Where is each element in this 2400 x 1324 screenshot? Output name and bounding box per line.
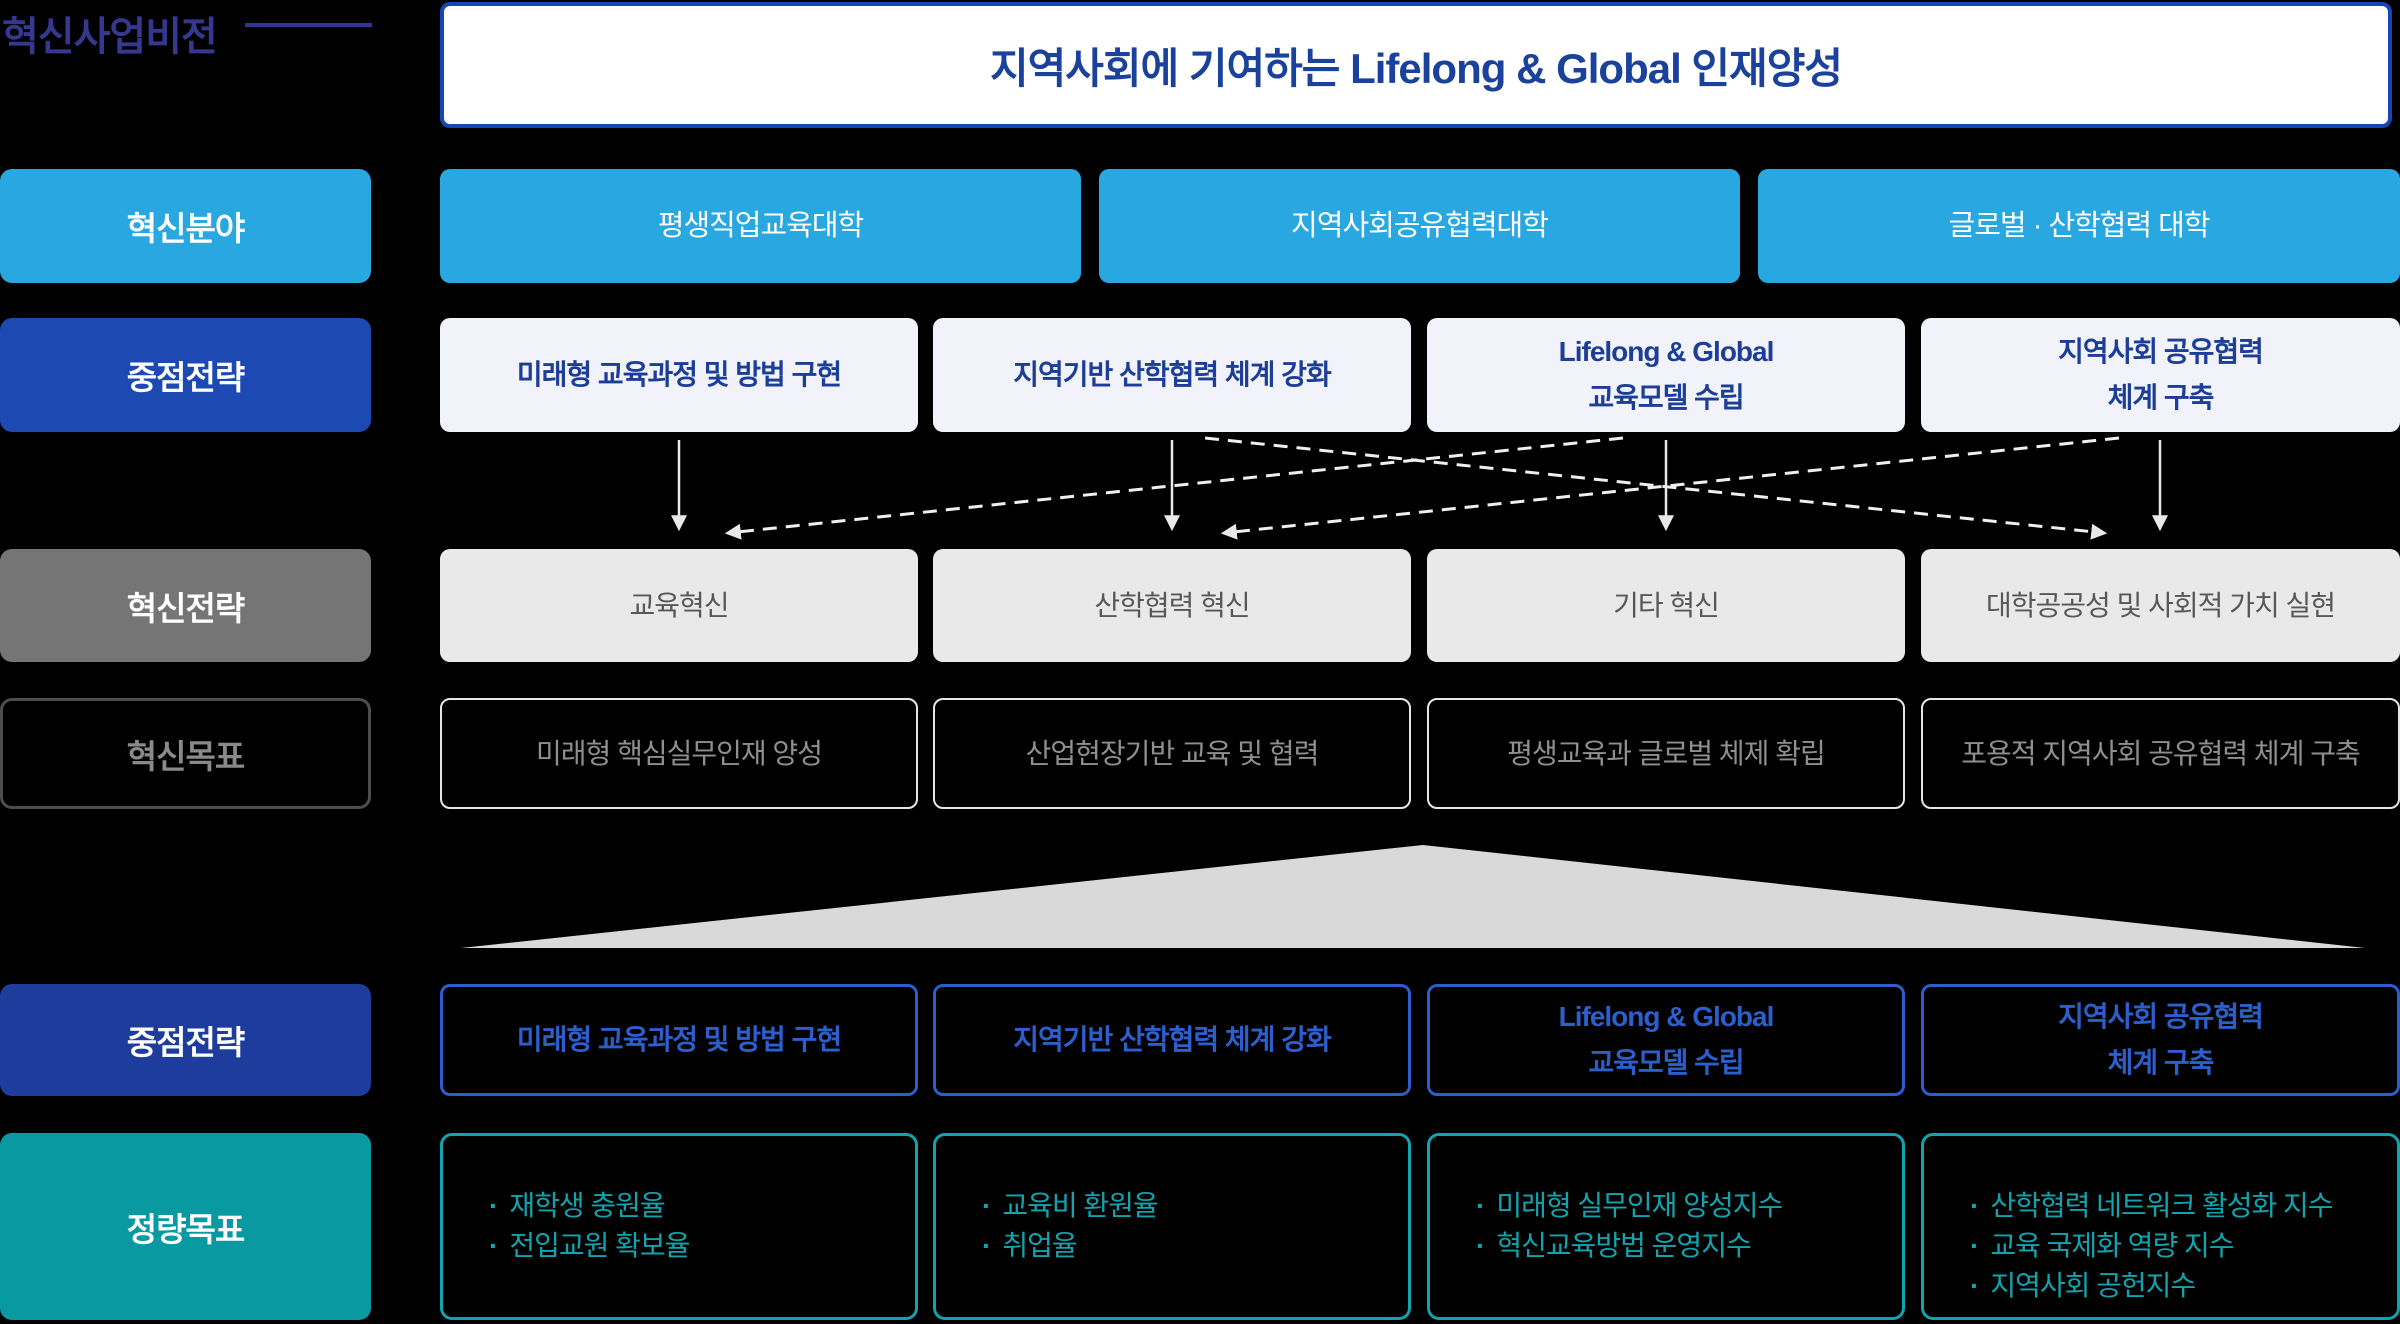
row-label-key-strategies-bottom: 중점전략 bbox=[0, 984, 371, 1096]
bullet-dot: · bbox=[489, 1230, 498, 1261]
strategy-bottom-box-2: 지역기반 산학협력 체계 강화 bbox=[933, 984, 1411, 1096]
quant-goal-box-4: · 산학협력 네트워크 활성화 지수 · 교육 국제화 역량 지수 · 지역사회… bbox=[1921, 1133, 2400, 1320]
bullet-item: · 재학생 충원율 bbox=[489, 1186, 666, 1226]
innovation-strategy-box-3: 기타 혁신 bbox=[1427, 549, 1905, 662]
bullet-item: · 지역사회 공헌지수 bbox=[1970, 1266, 2196, 1306]
bullet-item: · 취업율 bbox=[982, 1226, 1078, 1266]
row-label-innovation-fields: 혁신분야 bbox=[0, 169, 371, 283]
bullet-dot: · bbox=[1970, 1230, 1979, 1261]
innovation-goal-box-4: 포용적 지역사회 공유협력 체계 구축 bbox=[1921, 698, 2400, 809]
field-box-1: 평생직업교육대학 bbox=[440, 169, 1081, 283]
bullet-item: · 교육 국제화 역량 지수 bbox=[1970, 1226, 2235, 1266]
innovation-goal-box-3: 평생교육과 글로벌 체제 확립 bbox=[1427, 698, 1905, 809]
bullet-item: · 미래형 실무인재 양성지수 bbox=[1476, 1186, 1783, 1226]
page-title: 혁신사업비전 bbox=[2, 15, 218, 59]
row-label-innovation-goals: 혁신목표 bbox=[0, 698, 371, 809]
bullet-item: · 교육비 환원율 bbox=[982, 1186, 1159, 1226]
bullet-item: · 산학협력 네트워크 활성화 지수 bbox=[1970, 1186, 2334, 1226]
bullet-item: · 전입교원 확보율 bbox=[489, 1226, 690, 1266]
title-underline bbox=[245, 23, 372, 27]
innovation-goal-box-1: 미래형 핵심실무인재 양성 bbox=[440, 698, 918, 809]
bullet-dot: · bbox=[489, 1190, 498, 1221]
field-box-3: 글로벌 · 산학협력 대학 bbox=[1758, 169, 2400, 283]
bullet-dot: · bbox=[1970, 1190, 1979, 1221]
strategy-bottom-box-3: Lifelong & Global 교육모델 수립 bbox=[1427, 984, 1905, 1096]
quant-goal-box-2: · 교육비 환원율 · 취업율 bbox=[933, 1133, 1411, 1320]
funnel-triangle bbox=[461, 845, 2365, 948]
bullet-dot: · bbox=[1476, 1230, 1485, 1261]
strategy-box-1: 미래형 교육과정 및 방법 구현 bbox=[440, 318, 918, 432]
bullet-dot: · bbox=[982, 1230, 991, 1261]
dashed-arrows bbox=[724, 436, 2120, 540]
bullet-item: · 혁신교육방법 운영지수 bbox=[1476, 1226, 1752, 1266]
strategy-bottom-box-4: 지역사회 공유협력 체계 구축 bbox=[1921, 984, 2400, 1096]
strategy-bottom-box-1: 미래형 교육과정 및 방법 구현 bbox=[440, 984, 918, 1096]
bullet-dot: · bbox=[1970, 1270, 1979, 1301]
row-label-quantitative-goals: 정량목표 bbox=[0, 1133, 371, 1320]
bullet-dot: · bbox=[1476, 1190, 1485, 1221]
innovation-strategy-box-2: 산학협력 혁신 bbox=[933, 549, 1411, 662]
row-label-innovation-strategies: 혁신전략 bbox=[0, 549, 371, 662]
innovation-strategy-box-1: 교육혁신 bbox=[440, 549, 918, 662]
strategy-box-2: 지역기반 산학협력 체계 강화 bbox=[933, 318, 1411, 432]
innovation-strategy-box-4: 대학공공성 및 사회적 가치 실현 bbox=[1921, 549, 2400, 662]
innovation-goal-box-2: 산업현장기반 교육 및 협력 bbox=[933, 698, 1411, 809]
strategy-box-4: 지역사회 공유협력 체계 구축 bbox=[1921, 318, 2400, 432]
row-label-key-strategies-top: 중점전략 bbox=[0, 318, 371, 432]
bullet-dot: · bbox=[982, 1190, 991, 1221]
solid-arrows bbox=[671, 440, 2168, 532]
vision-banner: 지역사회에 기여하는 Lifelong & Global 인재양성 bbox=[440, 2, 2392, 128]
strategy-box-3: Lifelong & Global 교육모델 수립 bbox=[1427, 318, 1905, 432]
quant-goal-box-3: · 미래형 실무인재 양성지수 · 혁신교육방법 운영지수 bbox=[1427, 1133, 1905, 1320]
quant-goal-box-1: · 재학생 충원율 · 전입교원 확보율 bbox=[440, 1133, 918, 1320]
field-box-2: 지역사회공유협력대학 bbox=[1099, 169, 1740, 283]
vision-text: 지역사회에 기여하는 Lifelong & Global 인재양성 bbox=[990, 44, 1843, 92]
